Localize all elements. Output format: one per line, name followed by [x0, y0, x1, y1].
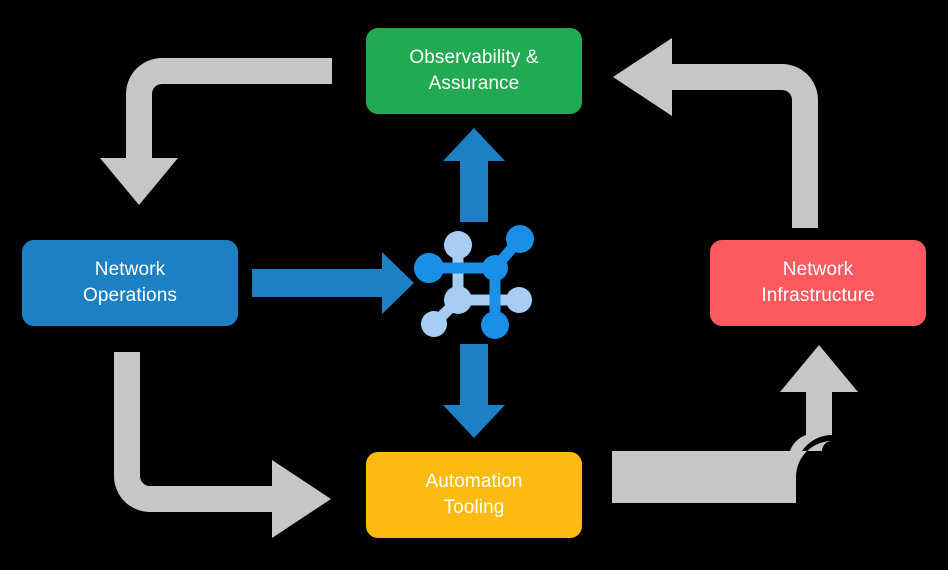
blue-arrow-netops-to-center — [252, 252, 414, 314]
gray-arrow-netops-to-automation — [114, 352, 331, 538]
node-network-infrastructure[interactable]: Network Infrastructure — [710, 240, 926, 326]
gray-arrow-automation-to-netinfra-shaft — [612, 345, 858, 503]
node-observability-and-assurance[interactable]: Observability & Assurance — [366, 28, 582, 114]
network-topology-icon-graphic — [414, 225, 534, 339]
blue-arrow-center-to-automation — [443, 344, 505, 438]
node-automation-tooling[interactable]: Automation Tooling — [366, 452, 582, 538]
blue-arrow-center-to-observability — [443, 128, 505, 222]
gray-arrow-observability-to-netops — [100, 58, 332, 205]
node-network-operations[interactable]: Network Operations — [22, 240, 238, 326]
gray-arrow-netinfra-to-observability — [613, 38, 818, 228]
